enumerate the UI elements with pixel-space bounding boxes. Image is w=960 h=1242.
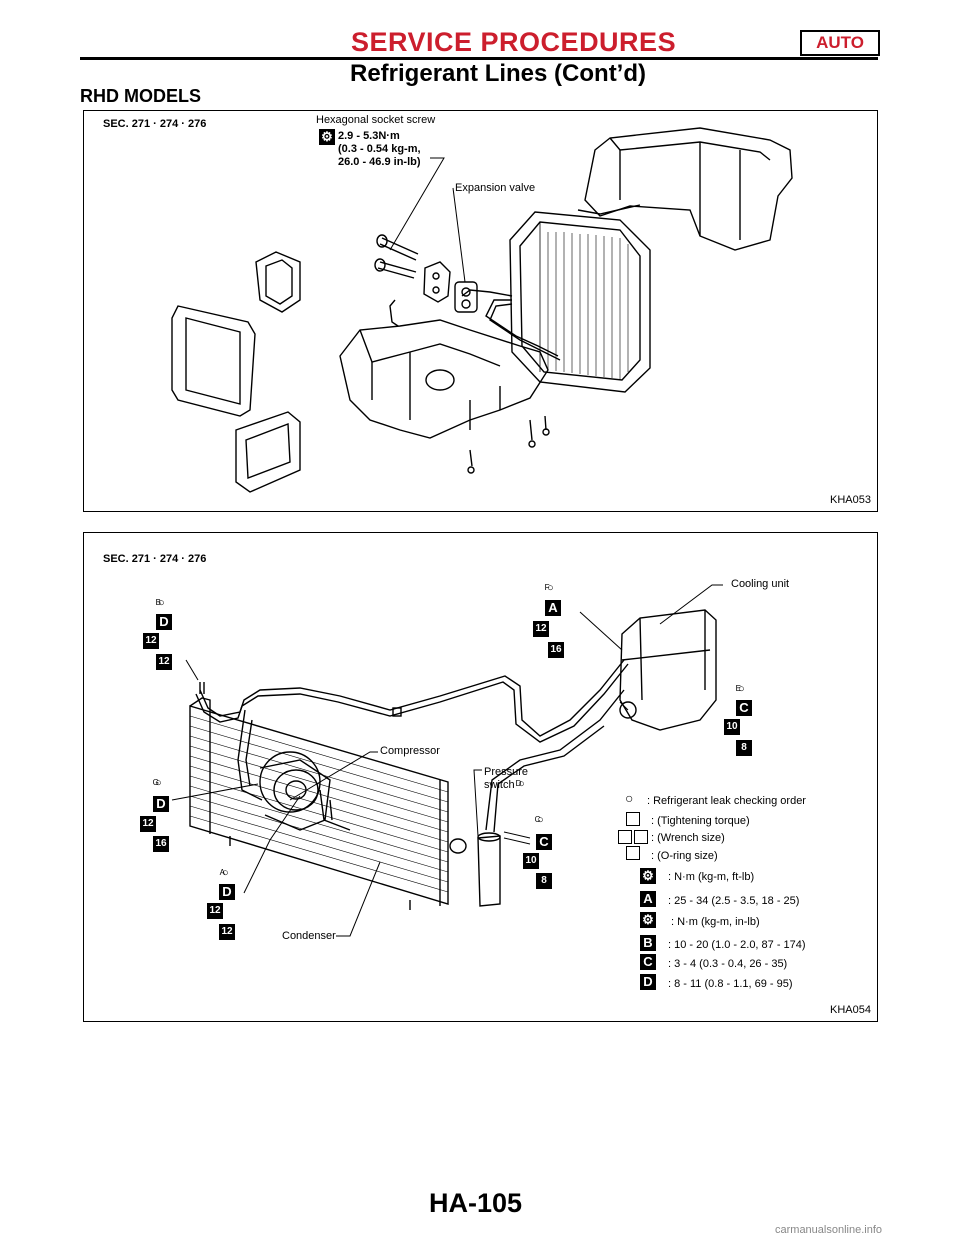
- screw-label: Hexagonal socket screw: [316, 114, 436, 126]
- legend-A: : 25 - 34 (2.5 - 3.5, 18 - 25): [668, 895, 800, 907]
- wrench-size-icon-C1: 10: [523, 853, 539, 869]
- legend-unit-kgm: : N·m (kg-m, ft-lb): [668, 871, 755, 883]
- section-title: RHD MODELS: [80, 86, 201, 106]
- legend-torque-wrench-icon: ⚙: [640, 868, 656, 884]
- figure1-leaders: [389, 157, 466, 283]
- oring-size-icon-F2: 16: [548, 642, 564, 658]
- figure1-drawing: [171, 127, 793, 493]
- page-subtitle: Refrigerant Lines (Cont’d): [350, 60, 647, 87]
- torque-value-line1: 2.9 - 5.3N·m: [338, 130, 400, 142]
- figure1-code: KHA053: [830, 494, 871, 506]
- page-number: HA-105: [429, 1188, 523, 1218]
- figure2-section-code: SEC. 271 · 274 · 276: [103, 553, 207, 565]
- point-D: ○D: [515, 778, 525, 790]
- wrench-size-icon-B1: 12: [143, 633, 159, 649]
- legend-oring-box: [626, 846, 640, 860]
- figure1-section-code: SEC. 271 · 274 · 276: [103, 118, 207, 130]
- torque-icon-B: D: [156, 614, 172, 630]
- torque-icon-C: C: [536, 834, 552, 850]
- torque-value-line2: (0.3 - 0.54 kg-m,: [338, 143, 421, 155]
- wrench-size-icon-G1: 12: [140, 816, 156, 832]
- legend-wrench: : (Wrench size): [651, 832, 725, 844]
- watermark: carmanualsonline.info: [775, 1224, 883, 1236]
- torque-icon-G: D: [153, 796, 169, 812]
- wrench-size-icon-E1: 10: [724, 719, 740, 735]
- legend-icon-A: A: [640, 891, 656, 907]
- legend-tightening-box: [626, 812, 640, 826]
- wrench-size-icon-F1: 12: [533, 621, 549, 637]
- point-C: ○C: [534, 814, 544, 826]
- page-header-title: SERVICE PROCEDURES: [351, 27, 677, 57]
- legend-wrench-box-1: [618, 830, 632, 844]
- cooling-unit-label: Cooling unit: [731, 578, 790, 590]
- legend-unit-inlb: : N·m (kg-m, in-lb): [671, 916, 760, 928]
- compressor-label: Compressor: [380, 745, 440, 757]
- legend-icon-B: B: [640, 935, 656, 951]
- point-B: ○B: [155, 597, 165, 609]
- torque-icon-F: A: [545, 600, 561, 616]
- header-rule: [80, 57, 878, 60]
- torque-wrench-icon: ⚙: [319, 129, 335, 145]
- point-F: ○F: [544, 582, 554, 594]
- oring-size-icon-G2: 16: [153, 836, 169, 852]
- legend-icon-C: C: [640, 954, 656, 970]
- legend-leak-order: : Refrigerant leak checking order: [647, 795, 806, 807]
- condenser-label: Condenser: [282, 930, 336, 942]
- oring-size-icon-B2: 12: [156, 654, 172, 670]
- figure2-code: KHA054: [830, 1004, 871, 1016]
- point-A: ○A: [219, 867, 229, 879]
- expansion-valve-label: Expansion valve: [455, 182, 536, 194]
- oring-size-icon-A2: 12: [219, 924, 235, 940]
- oring-size-icon-C2: 8: [536, 873, 552, 889]
- oring-size-icon-E2: 8: [736, 740, 752, 756]
- torque-icon-A: D: [219, 884, 235, 900]
- legend-tightening: : (Tightening torque): [651, 815, 750, 827]
- figure-evaporator-panel: [83, 110, 878, 512]
- figure2-leaders: [171, 584, 723, 937]
- legend-oring: : (O-ring size): [651, 850, 718, 862]
- legend-icon-D: D: [640, 974, 656, 990]
- wrench-size-icon-A1: 12: [207, 903, 223, 919]
- legend-C: : 3 - 4 (0.3 - 0.4, 26 - 35): [668, 958, 788, 970]
- torque-value-line3: 26.0 - 46.9 in-lb): [338, 156, 421, 168]
- legend-torque-inlb-icon: ⚙: [640, 912, 656, 928]
- torque-icon-E: C: [736, 700, 752, 716]
- pressure-switch-label-1: Pressure: [484, 766, 529, 778]
- legend-D: : 8 - 11 (0.8 - 1.1, 69 - 95): [668, 978, 793, 990]
- figure-refrigerant-lines-panel: [83, 532, 878, 1022]
- legend-leak-order-icon: ○: [625, 790, 634, 806]
- pressure-switch-label-2: switch: [484, 779, 515, 791]
- point-G: ○G: [152, 777, 162, 789]
- legend-wrench-box-2: [634, 830, 648, 844]
- model-tag: AUTO: [800, 30, 880, 56]
- point-E: ○E: [735, 683, 745, 695]
- legend-B: : 10 - 20 (1.0 - 2.0, 87 - 174): [668, 939, 806, 951]
